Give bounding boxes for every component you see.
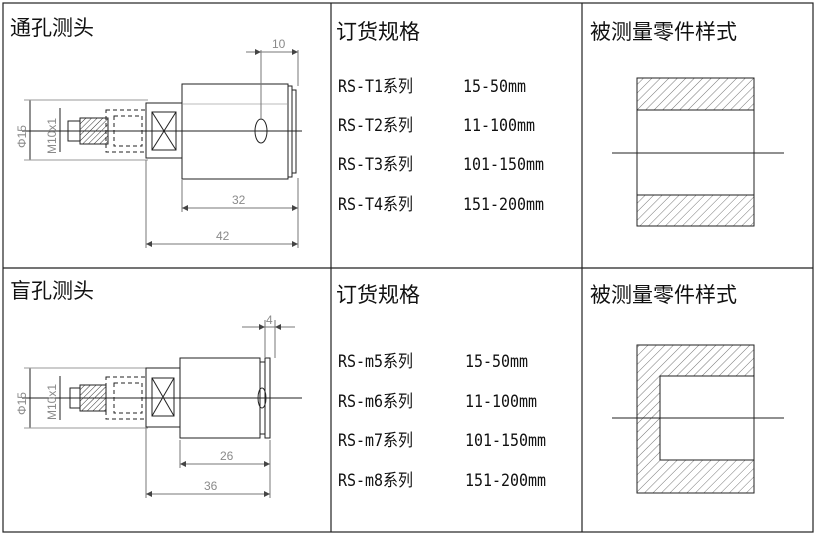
row1-spec-model-1: RS-T1系列	[338, 77, 413, 97]
row2-spec-model-3: RS-m7系列	[338, 431, 413, 451]
row2-spec-model-4: RS-m8系列	[338, 471, 413, 491]
through-hole-probe-drawing	[22, 50, 302, 248]
row2-spec-range-2: 11-100mm	[465, 392, 538, 412]
dim-text-row2-d1: 4	[266, 313, 273, 327]
dim-text-row2-thread: M10x1	[45, 384, 59, 420]
row2-probe-label: 盲孔测头	[10, 279, 94, 303]
row1-part-header: 被测量零件样式	[590, 20, 737, 44]
dim-text-row2-d3: 36	[204, 479, 218, 493]
dim-text-row2-d2: 26	[220, 449, 234, 463]
row1-spec-model-4: RS-T4系列	[338, 195, 413, 215]
dim-text-row1-d2: 32	[232, 193, 246, 207]
row2-spec-range-4: 151-200mm	[465, 471, 547, 491]
blind-hole-arrowheads	[146, 324, 281, 497]
row1-spec-header: 订货规格	[336, 20, 420, 44]
row2-spec-range-3: 101-150mm	[465, 431, 547, 451]
dim-text-row1-d1: 10	[272, 37, 286, 51]
row2-spec-header: 订货规格	[336, 283, 420, 307]
row1-spec-model-3: RS-T3系列	[338, 155, 413, 175]
through-hole-part-sample	[612, 77, 784, 227]
row2-spec-range-1: 15-50mm	[465, 352, 529, 372]
row1-spec-range-4: 151-200mm	[463, 195, 545, 215]
dim-text-row2-phi: Φ15	[15, 392, 29, 415]
dim-text-row1-d3: 42	[216, 229, 230, 243]
row1-spec-model-2: RS-T2系列	[338, 116, 413, 136]
row2-spec-model-2: RS-m6系列	[338, 392, 413, 412]
row1-spec-range-2: 11-100mm	[463, 116, 536, 136]
row1-spec-range-3: 101-150mm	[463, 155, 545, 175]
row2-part-header: 被测量零件样式	[590, 283, 737, 307]
row1-probe-label: 通孔测头	[10, 16, 94, 40]
through-hole-arrowheads	[146, 49, 298, 247]
dim-text-row1-thread: M10x1	[45, 118, 59, 154]
row1-spec-range-1: 15-50mm	[463, 77, 527, 97]
dim-text-row1-phi: Φ15	[15, 125, 29, 148]
row2-spec-model-1: RS-m5系列	[338, 352, 413, 372]
blind-hole-part-sample	[612, 344, 784, 494]
blind-hole-probe-drawing	[22, 320, 302, 498]
